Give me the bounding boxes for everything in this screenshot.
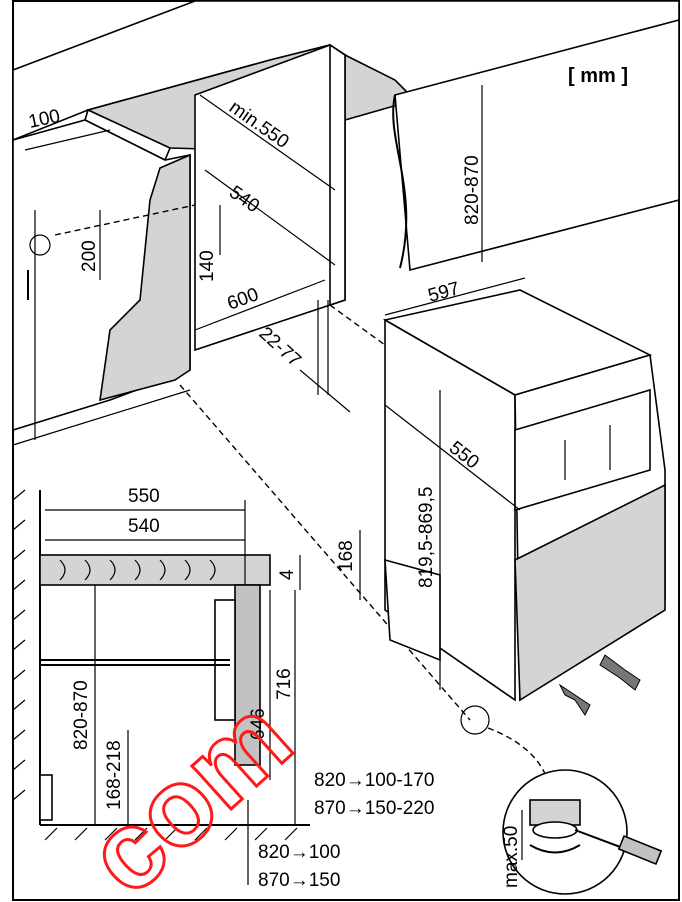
- floor-hatch: [44, 827, 298, 841]
- foot-disc: [532, 821, 578, 839]
- label-4: 4: [277, 569, 298, 580]
- label-168: 168: [336, 540, 357, 572]
- niche-back-wall: [194, 44, 346, 352]
- rotate-arrow: [529, 844, 581, 854]
- dim-line-550: [384, 404, 521, 511]
- push-arrow-b: [599, 654, 641, 691]
- worktop-section: [39, 554, 271, 586]
- label-200: 200: [79, 240, 100, 272]
- floor-line-left: [12, 389, 191, 446]
- pipe-hole: [29, 234, 51, 256]
- label-foot-a: 820→100: [258, 842, 340, 863]
- left-cabinet-inner: [99, 153, 191, 402]
- label-max50: max.50: [501, 826, 522, 888]
- niche-3d-view: 100 200 140 min.550 540 600 22-77 820-87…: [12, 0, 680, 721]
- side-section-view: 550 540 4 820-870 168-218 716 646 820→10…: [12, 486, 434, 891]
- label-819: 819,5-869,5: [416, 487, 437, 588]
- label-716: 716: [274, 668, 295, 700]
- foot-detail: max.50: [460, 705, 663, 895]
- pipe-line: [54, 204, 196, 236]
- push-arrow-a: [558, 683, 591, 716]
- projection-line: [179, 384, 471, 721]
- label-140: 140: [197, 250, 218, 282]
- label-820-870s: 820-870: [71, 680, 92, 750]
- label-plinth-b: 870→150-220: [314, 798, 434, 819]
- label-22-77: 22-77: [255, 323, 305, 371]
- foot-callout-circle: [460, 705, 490, 735]
- wall-hatch: [12, 489, 26, 801]
- right-cabinet-edge: [392, 94, 408, 269]
- dim-line-600: [194, 279, 326, 331]
- label-597: 597: [426, 278, 462, 306]
- right-cabinet: [394, 18, 680, 272]
- dim-line-100: [24, 129, 111, 151]
- projection-line-2: [329, 304, 386, 346]
- dim-line-540: [204, 169, 336, 266]
- plinth-left: [39, 774, 53, 821]
- unit-label: [ mm ]: [568, 65, 628, 87]
- door-panel: [329, 43, 346, 307]
- dim-line-597: [384, 277, 526, 316]
- watermark: com: [64, 675, 314, 902]
- appliance-3d: 597 550 819,5-869,5 168: [336, 277, 666, 716]
- dim-line-min550: [199, 94, 336, 191]
- label-646: 646: [248, 708, 269, 740]
- label-550s: 550: [128, 486, 160, 507]
- dim-line-22-77: [299, 369, 351, 413]
- screwdriver-handle: [617, 834, 663, 866]
- appliance-drawer: [514, 483, 666, 702]
- label-168-218: 168-218: [104, 740, 125, 810]
- label-540s: 540: [128, 516, 160, 537]
- label-820-870: 820-870: [462, 155, 483, 225]
- label-foot-b: 870→150: [258, 870, 340, 891]
- label-plinth-a: 820→100-170: [314, 770, 434, 791]
- appliance-upper-door: [514, 388, 651, 512]
- wood-grain: [59, 559, 216, 581]
